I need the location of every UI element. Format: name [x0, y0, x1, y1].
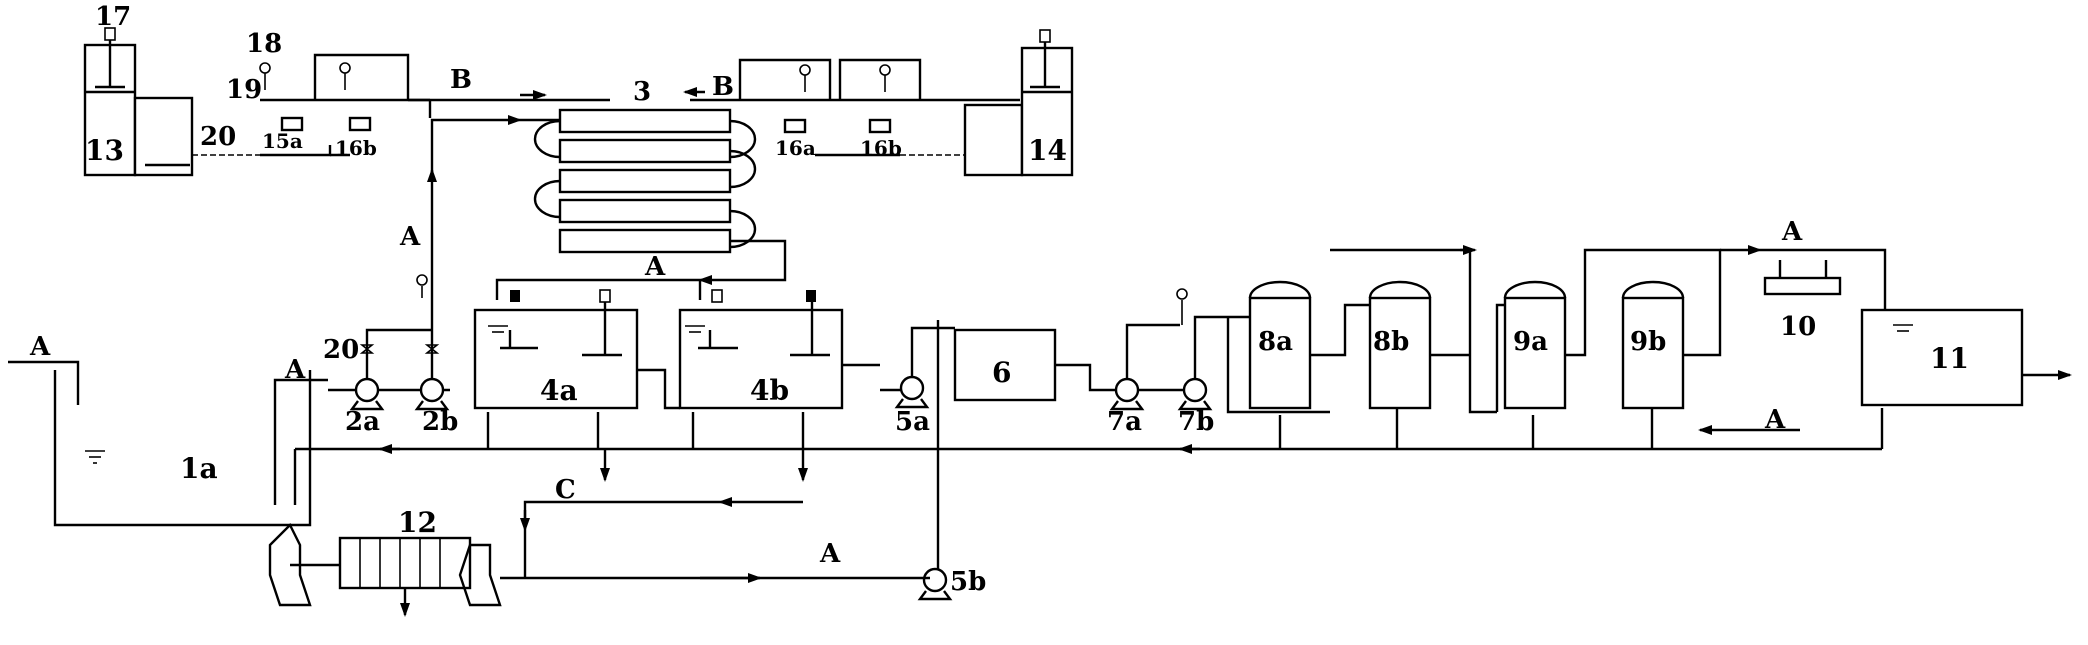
label-1a: 1a	[180, 452, 218, 485]
b-line-right: B	[683, 58, 1020, 102]
stream-a-bottom: A	[819, 539, 841, 569]
label-14: 14	[1028, 134, 1067, 167]
label-7b: 7b	[1178, 407, 1214, 437]
stream-b-right: B	[712, 72, 734, 102]
label-7a: 7a	[1107, 407, 1142, 437]
label-16a: 16a	[775, 136, 816, 160]
stream-a-right: A	[1764, 405, 1786, 435]
label-12: 12	[398, 506, 437, 539]
pumps-7: 7a 7b	[1107, 288, 1250, 437]
stream-a-return: A	[644, 252, 666, 282]
filter-8b: 8b	[1368, 280, 1432, 410]
tank-4a: 4a	[473, 289, 639, 410]
filter-9a: 9a	[1503, 280, 1567, 410]
filter-8a: 8a	[1248, 280, 1312, 410]
filter-piping	[1226, 245, 1887, 414]
heat-exchanger-3: 3 A	[495, 77, 787, 300]
label-15a: 15a	[262, 129, 303, 153]
stream-c: C	[555, 475, 576, 505]
label-10: 10	[1780, 312, 1816, 342]
label-16b-right: 16b	[860, 136, 902, 160]
tank-11: 11 A	[1764, 308, 2072, 435]
stream-a-up: A	[399, 222, 421, 252]
label-9a: 9a	[1513, 327, 1548, 357]
label-3: 3	[633, 77, 651, 107]
label-5a: 5a	[895, 407, 930, 437]
filter-press-12: 12 C A	[268, 449, 930, 617]
stream-a-top-right: A	[1781, 217, 1803, 247]
label-8b: 8b	[1373, 327, 1409, 357]
tank-13: 13 17 20	[83, 2, 350, 177]
label-2b: 2b	[422, 407, 458, 437]
tank-6: 6	[953, 328, 1127, 402]
stream-a-tank: A	[284, 355, 306, 385]
tank-1a: 1a A A	[8, 332, 328, 527]
label-17: 17	[95, 2, 131, 32]
unit-10: 10 A	[1763, 217, 1842, 342]
tank-4b: 4b	[637, 289, 880, 410]
label-20-mid: 20	[323, 335, 359, 365]
stream-a-inlet: A	[29, 332, 51, 362]
dosing-15a-16b: 18 19 15a 16b	[226, 29, 432, 160]
label-5b: 5b	[950, 567, 986, 597]
label-19: 19	[226, 75, 262, 105]
label-6: 6	[992, 356, 1011, 389]
label-16b-left: 16b	[335, 136, 377, 160]
label-18: 18	[246, 29, 282, 59]
pumps-2: 2a 2b 20 A	[323, 112, 572, 437]
label-4b: 4b	[750, 374, 789, 407]
pump-5b: 5b	[917, 567, 986, 601]
b-line-left: B	[408, 65, 610, 102]
main-return-line	[295, 400, 1884, 454]
label-13: 13	[85, 134, 124, 167]
pump-5a: 5a	[880, 320, 955, 580]
dosing-16a-16b: 16a 16b	[775, 64, 965, 160]
label-9b: 9b	[1630, 327, 1666, 357]
label-8a: 8a	[1258, 327, 1293, 357]
label-4a: 4a	[540, 374, 578, 407]
stream-b-left: B	[450, 65, 472, 95]
label-2a: 2a	[345, 407, 380, 437]
tank-14: 14	[963, 29, 1074, 177]
label-20-top: 20	[200, 122, 236, 152]
label-11: 11	[1930, 342, 1969, 375]
filter-9b: 9b	[1621, 280, 1685, 410]
